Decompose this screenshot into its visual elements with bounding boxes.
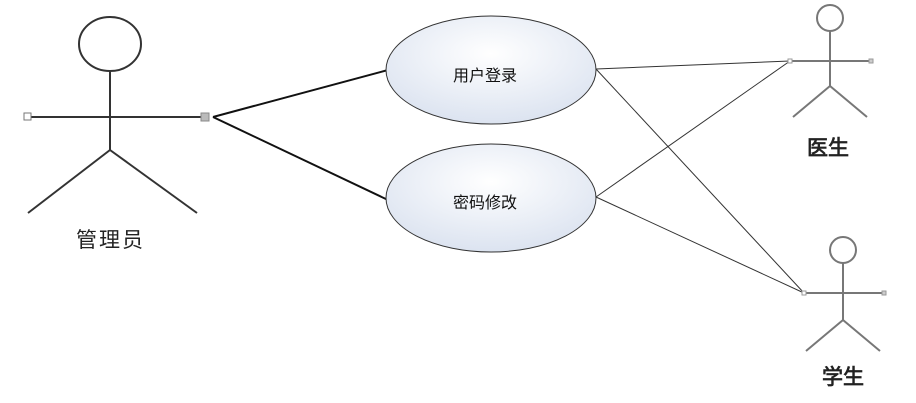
admin-actor[interactable] bbox=[23, 16, 210, 214]
doctor-actor[interactable] bbox=[787, 4, 874, 118]
login-doctor-association bbox=[595, 60, 791, 70]
password-use-case-label: 密码修改 bbox=[453, 193, 518, 212]
admin-left-leg bbox=[27, 149, 111, 214]
password-use-case-ellipse[interactable] bbox=[385, 143, 597, 253]
admin-right-leg bbox=[109, 149, 198, 214]
admin-right-handle bbox=[200, 112, 210, 122]
student-left-leg bbox=[805, 319, 844, 352]
password-doctor-association bbox=[595, 60, 791, 198]
student-head bbox=[829, 236, 857, 264]
doctor-left-leg bbox=[792, 85, 831, 118]
admin-password-association bbox=[212, 116, 389, 201]
student-actor[interactable] bbox=[801, 236, 887, 352]
admin-login-association bbox=[212, 69, 389, 118]
doctor-right-leg bbox=[829, 85, 868, 118]
student-actor-label: 学生 bbox=[822, 364, 864, 389]
doctor-right-handle bbox=[868, 58, 874, 64]
admin-left-handle bbox=[23, 112, 32, 121]
password-student-association bbox=[595, 196, 805, 294]
admin-head bbox=[78, 16, 142, 72]
doctor-head bbox=[816, 4, 844, 32]
student-right-handle bbox=[881, 290, 887, 296]
admin-actor-label: 管理员 bbox=[76, 228, 145, 252]
login-student-association bbox=[595, 68, 805, 294]
doctor-left-handle bbox=[787, 58, 793, 64]
student-right-leg bbox=[842, 319, 881, 352]
student-left-handle bbox=[801, 290, 807, 296]
login-use-case-ellipse[interactable] bbox=[385, 15, 597, 125]
login-use-case-label: 用户登录 bbox=[453, 66, 518, 85]
doctor-actor-label: 医生 bbox=[807, 135, 849, 160]
